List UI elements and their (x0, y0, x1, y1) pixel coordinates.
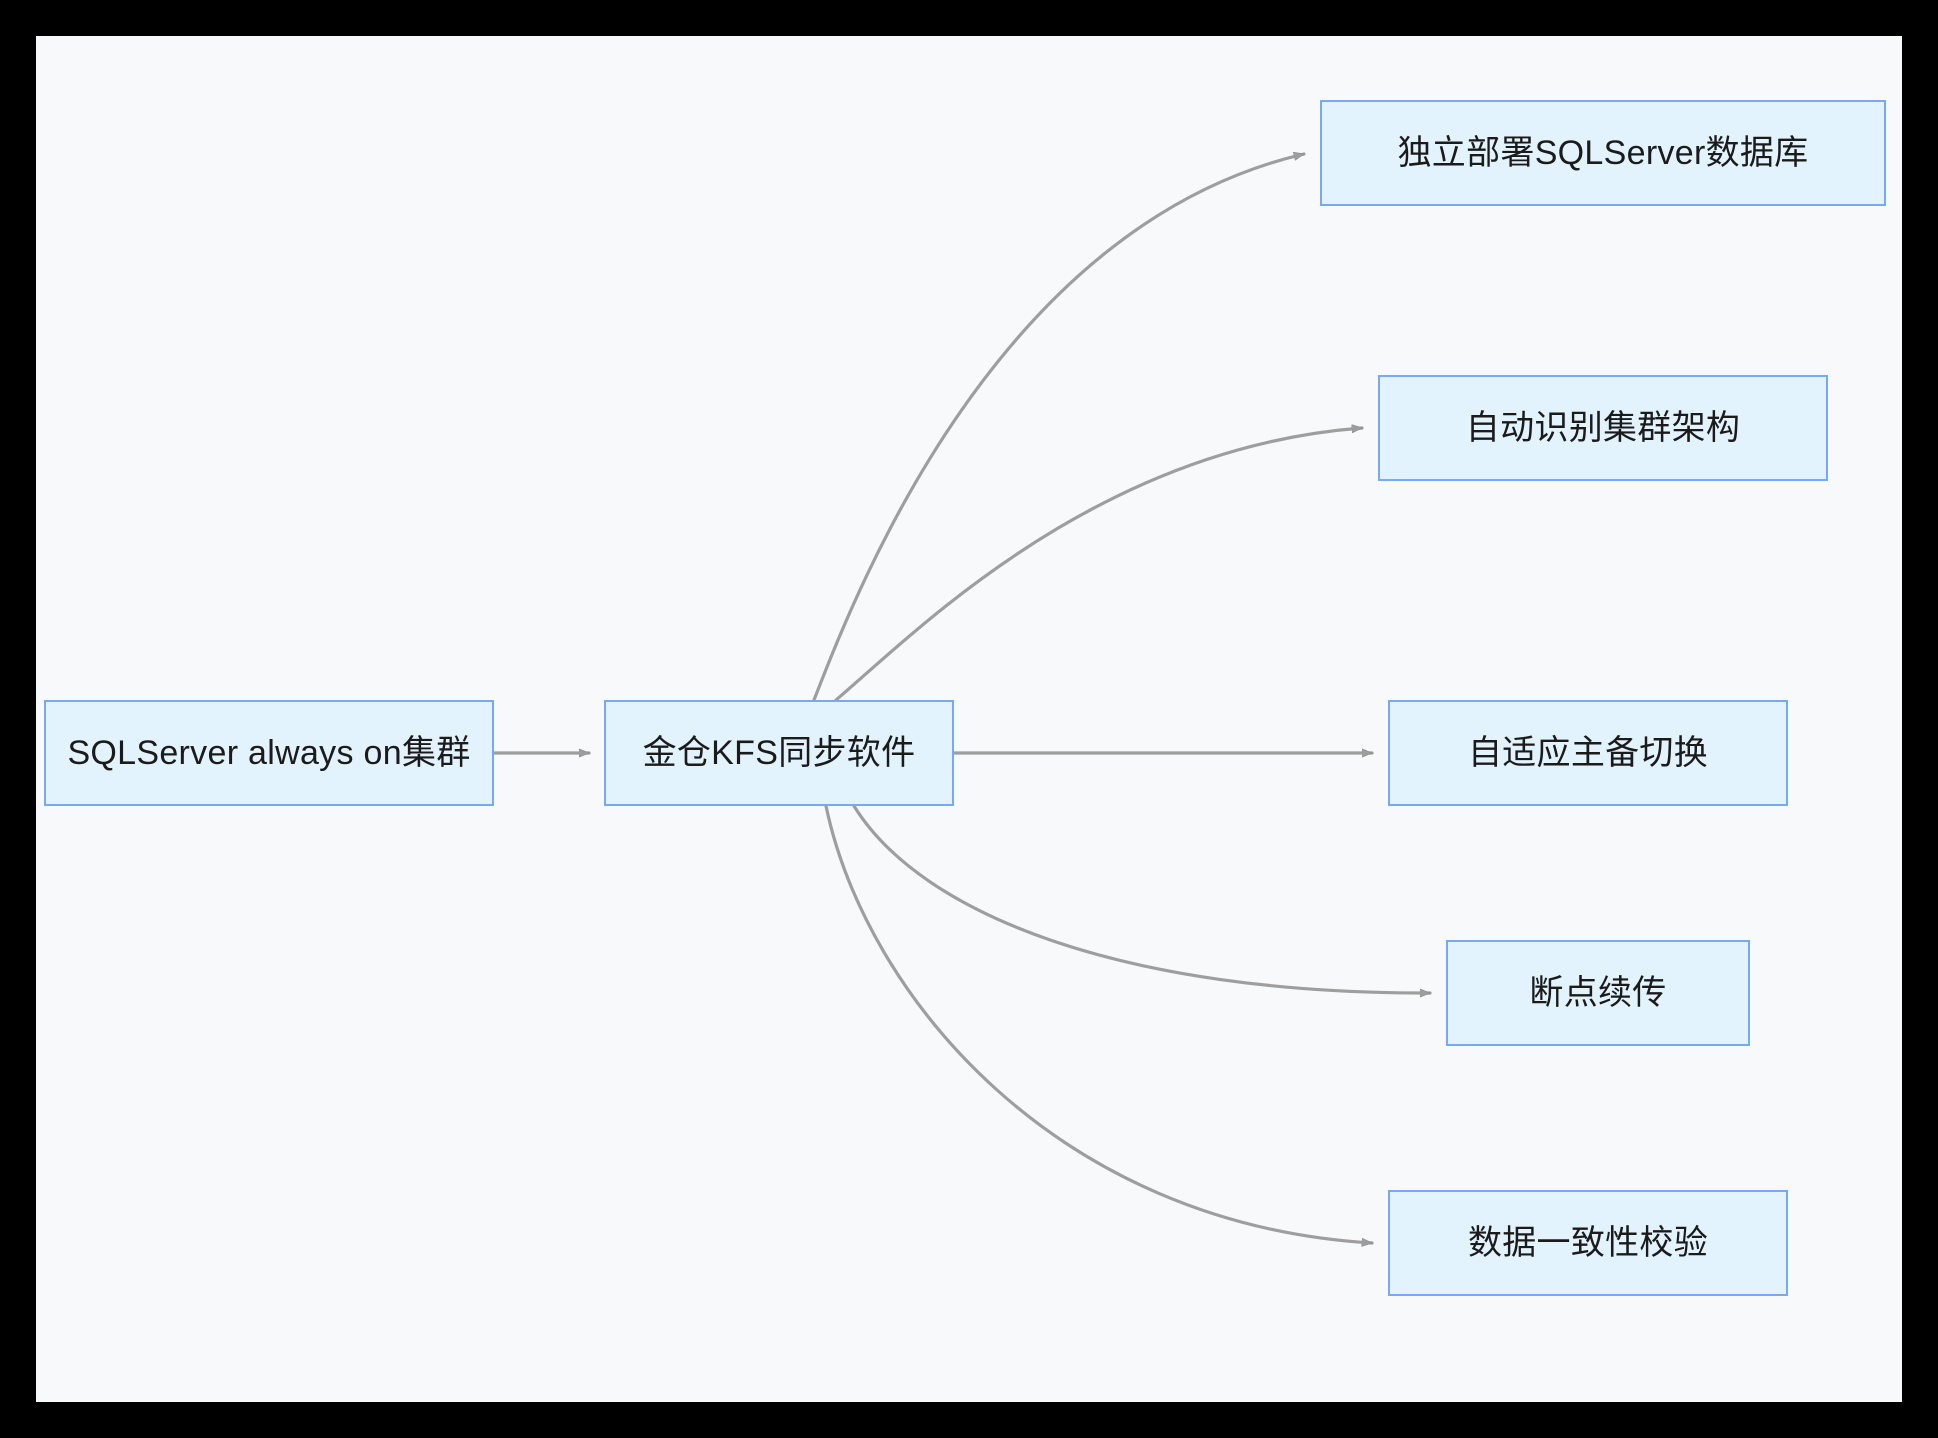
node-data-consistency-check[interactable]: 数据一致性校验 (1388, 1190, 1788, 1296)
node-label-source: SQLServer always on集群 (67, 733, 471, 772)
node-label-data-consistency-check: 数据一致性校验 (1467, 1223, 1709, 1262)
node-label-kfs: 金仓KFS同步软件 (642, 733, 916, 772)
node-label-resume-transfer: 断点续传 (1529, 973, 1667, 1012)
node-kfs[interactable]: 金仓KFS同步软件 (604, 700, 954, 806)
node-label-adaptive-failover: 自适应主备切换 (1467, 733, 1709, 772)
diagram-canvas: SQLServer always on集群 金仓KFS同步软件 独立部署SQLS… (36, 36, 1902, 1402)
node-label-deploy-sqlserver: 独立部署SQLServer数据库 (1397, 133, 1809, 172)
node-auto-detect-cluster[interactable]: 自动识别集群架构 (1378, 375, 1828, 481)
node-source[interactable]: SQLServer always on集群 (44, 700, 494, 806)
node-label-auto-detect-cluster: 自动识别集群架构 (1465, 408, 1741, 447)
node-deploy-sqlserver[interactable]: 独立部署SQLServer数据库 (1320, 100, 1886, 206)
node-adaptive-failover[interactable]: 自适应主备切换 (1388, 700, 1788, 806)
node-resume-transfer[interactable]: 断点续传 (1446, 940, 1750, 1046)
edge-kfs-data-consistency-check (824, 804, 1374, 1243)
edge-kfs-deploy-sqlserver (812, 154, 1306, 702)
edge-kfs-auto-detect-cluster (834, 428, 1364, 702)
edge-kfs-resume-transfer (852, 804, 1432, 993)
